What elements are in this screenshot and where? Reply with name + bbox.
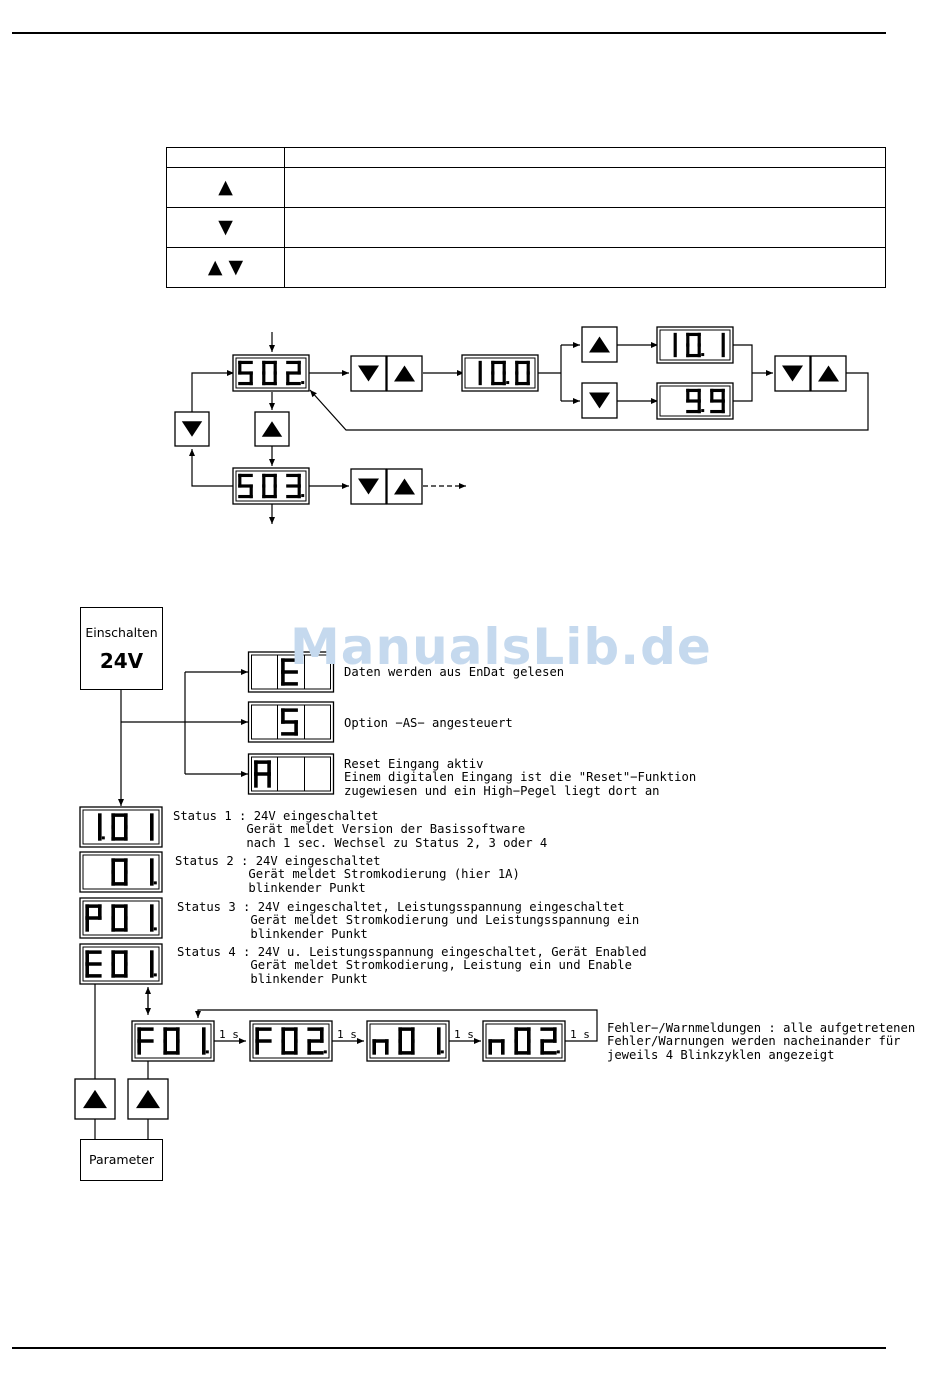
- display-s02: [232, 354, 310, 392]
- display-code-e: [247, 651, 335, 693]
- code-e-description: Daten werden aus EnDat gelesen: [344, 665, 565, 679]
- key-up-button[interactable]: [386, 355, 423, 392]
- up-arrow-icon: [394, 365, 415, 382]
- status-2-description: Status 2 : 24V eingeschaltet Gerät melde…: [175, 854, 520, 895]
- display-status-2: [79, 851, 163, 893]
- footer-rule: [12, 1347, 886, 1349]
- interval-labels: 1 s 1 s 1 s 1 s: [219, 1028, 590, 1041]
- up-down-arrows-icon: ▲ ▼: [207, 256, 244, 279]
- key-up-button[interactable]: [810, 355, 847, 392]
- table-cell-description: [284, 207, 886, 249]
- interval-label: 1 s: [337, 1028, 357, 1041]
- display-code-s: [247, 701, 335, 743]
- status-3-description: Status 3 : 24V eingeschaltet, Leistungss…: [177, 900, 640, 941]
- up-arrow-icon: [394, 478, 415, 495]
- status-1-description: Status 1 : 24V eingeschaltet Gerät melde…: [173, 809, 548, 850]
- table-row: ▲: [166, 167, 886, 209]
- display-status-4: [79, 943, 163, 985]
- up-arrow-icon: [261, 421, 283, 437]
- power-on-box: Einschalten 24V: [80, 607, 163, 690]
- key-up-button[interactable]: [254, 411, 290, 447]
- display-value-down: [656, 382, 734, 420]
- key-up-button[interactable]: [74, 1078, 116, 1120]
- display-code-a: [247, 753, 335, 795]
- up-arrow-icon: ▲: [218, 176, 233, 199]
- display-status-1: [79, 806, 163, 848]
- display-value-start: [461, 354, 539, 392]
- code-a-description: Reset Eingang aktiv Einem digitalen Eing…: [344, 757, 697, 798]
- display-value-up: [656, 326, 734, 364]
- table-header-row: [166, 146, 886, 169]
- display-fault-f01: [131, 1020, 215, 1062]
- down-arrow-icon: ▼: [218, 216, 233, 239]
- seven-segment-displays: [79, 326, 734, 1062]
- key-down-button[interactable]: [774, 355, 811, 392]
- table-row: ▼: [166, 207, 886, 249]
- key-up-button[interactable]: [386, 468, 423, 505]
- display-warning-n02: [482, 1020, 566, 1062]
- connector-lines: [94, 332, 869, 1139]
- display-warning-n01: [366, 1020, 450, 1062]
- key-function-table: ▲ ▼ ▲ ▼: [166, 146, 886, 288]
- interval-label: 1 s: [219, 1028, 239, 1041]
- key-down-button[interactable]: [350, 355, 387, 392]
- table-row: ▲ ▼: [166, 247, 886, 288]
- code-s-description: Option −AS− angesteuert: [344, 716, 513, 730]
- down-arrow-icon: [358, 478, 379, 495]
- down-arrow-icon: [589, 392, 610, 409]
- table-cell-description: [284, 247, 886, 288]
- watermark: ManualsLib.de: [290, 618, 712, 676]
- status-4-description: Status 4 : 24V u. Leistungsspannung eing…: [177, 945, 647, 986]
- table-header-function: [284, 146, 886, 169]
- power-on-voltage: 24V: [99, 649, 144, 673]
- interval-label: 1 s: [570, 1028, 590, 1041]
- arrow-key-buttons: [74, 326, 847, 1120]
- power-on-label: Einschalten: [85, 625, 158, 640]
- up-arrow-icon: [83, 1089, 107, 1109]
- parameter-box: Parameter: [80, 1139, 163, 1181]
- key-up-button[interactable]: [127, 1078, 169, 1120]
- key-down-button[interactable]: [174, 411, 210, 447]
- key-down-button[interactable]: [350, 468, 387, 505]
- interval-label: 1 s: [454, 1028, 474, 1041]
- display-fault-f02: [249, 1020, 333, 1062]
- header-rule: [12, 32, 886, 34]
- down-arrow-icon: [181, 421, 203, 437]
- up-arrow-icon: [589, 336, 610, 353]
- fault-cycle-description: Fehler−/Warnmeldungen : alle aufgetreten…: [607, 1021, 916, 1062]
- display-s03: [232, 467, 310, 505]
- key-up-button[interactable]: [581, 326, 618, 363]
- up-arrow-icon: [136, 1089, 160, 1109]
- key-down-button[interactable]: [581, 382, 618, 419]
- up-arrow-icon: [818, 365, 839, 382]
- down-arrow-icon: [358, 365, 379, 382]
- down-arrow-icon: [782, 365, 803, 382]
- parameter-label: Parameter: [88, 1152, 155, 1167]
- display-status-3: [79, 897, 163, 939]
